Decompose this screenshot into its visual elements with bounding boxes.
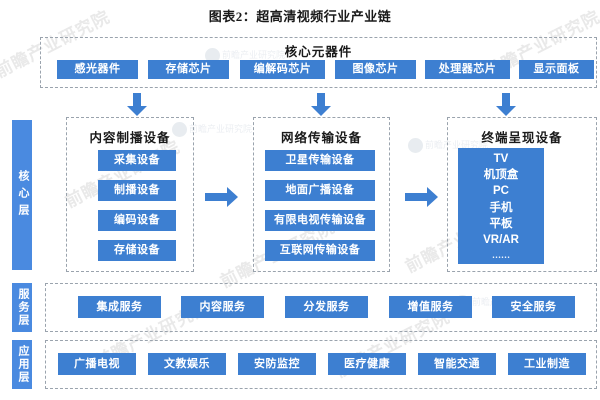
service-chip[interactable]: 安全服务: [492, 296, 575, 318]
content-production-panel: [66, 117, 194, 272]
network-transmission-heading: 网络传输设备: [280, 131, 362, 145]
application-chip[interactable]: 工业制造: [508, 353, 586, 375]
core-components-heading: 核心元器件: [284, 45, 353, 59]
terminal-item: ……: [492, 249, 510, 260]
application-chip[interactable]: 广播电视: [58, 353, 136, 375]
terminal-display-panel: [447, 117, 597, 272]
terminal-item: VR/AR: [483, 234, 519, 247]
terminal-item: 手机: [489, 201, 513, 214]
layer-label-service: 服务层: [12, 283, 32, 332]
network-transmission-panel: [253, 117, 390, 272]
application-chip[interactable]: 文教娱乐: [148, 353, 226, 375]
network-transmission-chip[interactable]: 地面广播设备: [265, 180, 375, 201]
arrow-right-icon: [405, 187, 438, 207]
content-production-heading: 内容制播设备: [89, 131, 171, 145]
application-chip[interactable]: 智能交通: [418, 353, 496, 375]
core-component-chip[interactable]: 图像芯片: [335, 60, 416, 79]
network-transmission-chip[interactable]: 互联网传输设备: [265, 240, 375, 261]
terminal-item: 平板: [489, 217, 513, 230]
terminal-display-list[interactable]: TV 机顶盒 PC 手机 平板 VR/AR ……: [458, 148, 544, 264]
terminal-item: PC: [493, 185, 509, 198]
application-chip[interactable]: 安防监控: [238, 353, 316, 375]
layer-label-core: 核心层: [12, 120, 32, 270]
chart-title: 图表2：超高清视频行业产业链: [208, 9, 392, 24]
core-component-chip[interactable]: 编解码芯片: [240, 60, 325, 79]
arrow-right-icon: [205, 187, 238, 207]
arrow-down-icon: [311, 93, 331, 116]
terminal-item: TV: [493, 152, 509, 165]
arrow-down-icon: [127, 93, 147, 116]
network-transmission-chip[interactable]: 卫星传输设备: [265, 150, 375, 171]
content-production-chip[interactable]: 编码设备: [98, 210, 176, 231]
core-components-panel: [40, 37, 597, 88]
service-chip[interactable]: 集成服务: [78, 296, 161, 318]
terminal-display-heading: 终端呈现设备: [481, 131, 563, 145]
terminal-item: 机顶盒: [483, 168, 519, 181]
arrow-down-icon: [496, 93, 516, 116]
core-component-chip[interactable]: 存储芯片: [148, 60, 229, 79]
core-component-chip[interactable]: 处理器芯片: [425, 60, 510, 79]
service-chip[interactable]: 内容服务: [181, 296, 264, 318]
application-layer-panel: [45, 340, 597, 389]
content-production-chip[interactable]: 采集设备: [98, 150, 176, 171]
application-chip[interactable]: 医疗健康: [328, 353, 406, 375]
layer-label-service-text: 服务层: [16, 288, 29, 327]
service-chip[interactable]: 增值服务: [389, 296, 472, 318]
core-component-chip[interactable]: 感光器件: [57, 60, 138, 79]
layer-label-core-text: 核心层: [16, 169, 29, 221]
service-chip[interactable]: 分发服务: [285, 296, 368, 318]
content-production-chip[interactable]: 制播设备: [98, 180, 176, 201]
core-component-chip[interactable]: 显示面板: [519, 60, 594, 79]
network-transmission-chip[interactable]: 有限电视传输设备: [265, 210, 375, 231]
layer-label-application-text: 应用层: [16, 345, 29, 384]
content-production-chip[interactable]: 存储设备: [98, 240, 176, 261]
layer-label-application: 应用层: [12, 340, 32, 389]
service-layer-panel: [45, 283, 597, 332]
